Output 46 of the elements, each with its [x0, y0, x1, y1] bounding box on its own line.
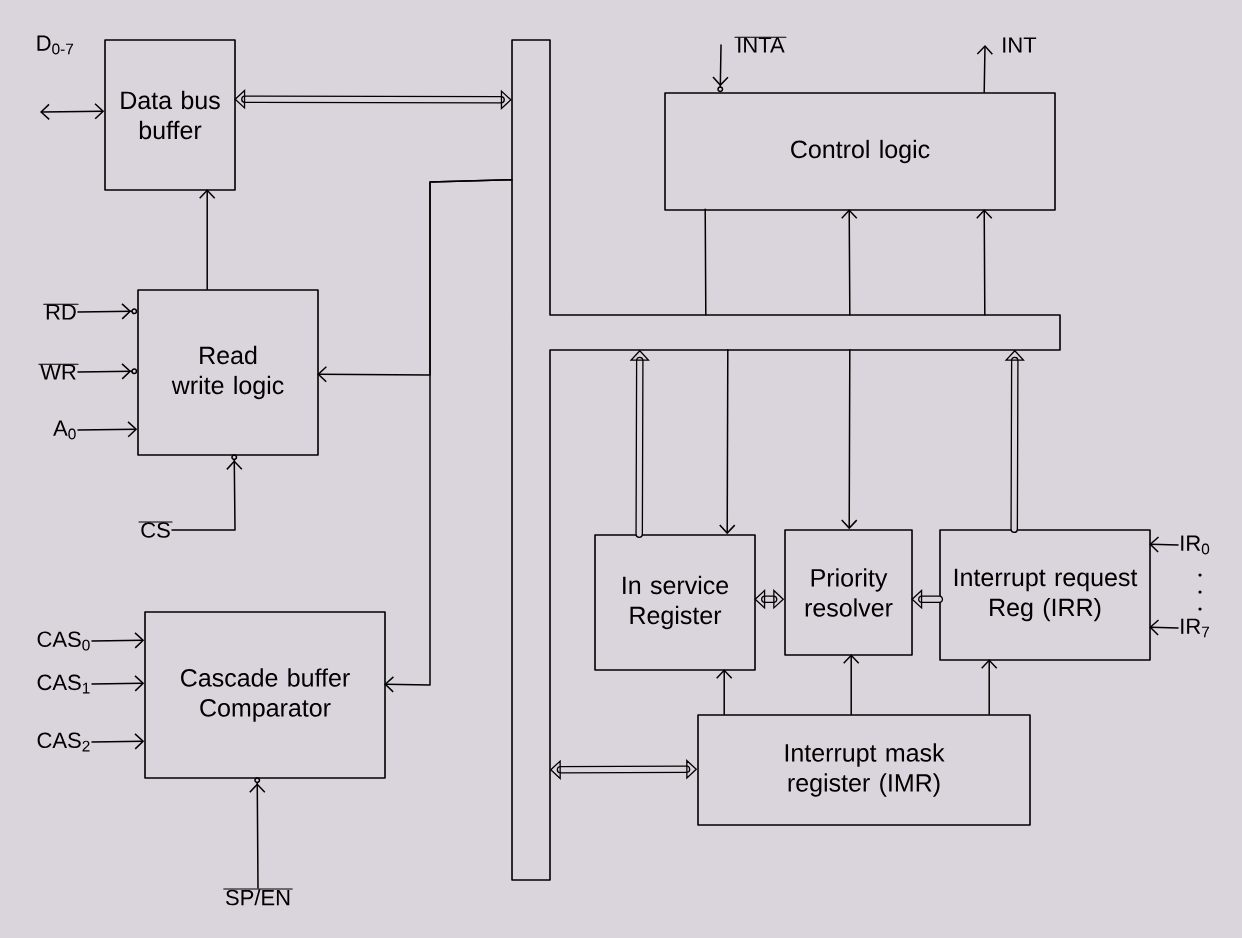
signal-label: D$_{0-7}$	[37, 35, 74, 55]
arrow	[91, 733, 145, 750]
signal-label: A$_{0}$	[53, 420, 76, 440]
arrow	[249, 777, 266, 889]
arrow	[976, 209, 993, 316]
block-box: Read write logic	[137, 289, 319, 456]
block-box: Priority resolver	[784, 529, 913, 656]
signal-label: INT	[1003, 37, 1037, 53]
signal-label: CAS$_{1}$	[37, 674, 90, 694]
arrow	[198, 189, 216, 290]
arrow	[842, 654, 860, 715]
arrow	[976, 45, 994, 93]
arrow	[77, 363, 138, 380]
arrow	[384, 179, 513, 693]
arrow	[841, 209, 858, 316]
arrow	[77, 303, 138, 320]
arrow	[40, 103, 105, 121]
block-box: In service Register	[594, 534, 756, 671]
arrow	[712, 44, 729, 93]
signal-label: CS	[138, 521, 173, 538]
arrow	[1149, 619, 1179, 636]
block-box: Cascade buffer Comparator	[144, 611, 386, 779]
signal-label: RD	[43, 303, 79, 320]
signal-label: IR$_{7}$	[1181, 618, 1209, 638]
arrow	[91, 632, 145, 649]
arrow	[171, 454, 243, 531]
block-box: Interrupt request Reg (IRR)	[939, 529, 1151, 661]
block-box: Interrupt mask register (IMR)	[697, 714, 1031, 826]
arrow	[841, 349, 858, 530]
connector-line	[704, 208, 707, 316]
arrow	[1149, 536, 1179, 553]
bus-arrow	[234, 89, 512, 110]
arrow	[719, 349, 736, 535]
signal-label: CAS$_{2}$	[37, 732, 90, 752]
arrow	[77, 421, 138, 438]
signal-label: SP/EN	[223, 888, 293, 906]
signal-label: CAS$_{0}$	[37, 631, 90, 651]
signal-label: INTA	[734, 36, 787, 53]
block-box: Data bus buffer	[104, 39, 236, 191]
arrow	[91, 675, 145, 692]
arrow	[715, 669, 733, 715]
block-box: Control logic	[664, 92, 1056, 211]
bus-arrow	[911, 589, 943, 610]
signal-label: WR	[38, 363, 79, 380]
arrow	[980, 659, 998, 715]
signal-label: IR$_{0}$	[1181, 535, 1210, 555]
